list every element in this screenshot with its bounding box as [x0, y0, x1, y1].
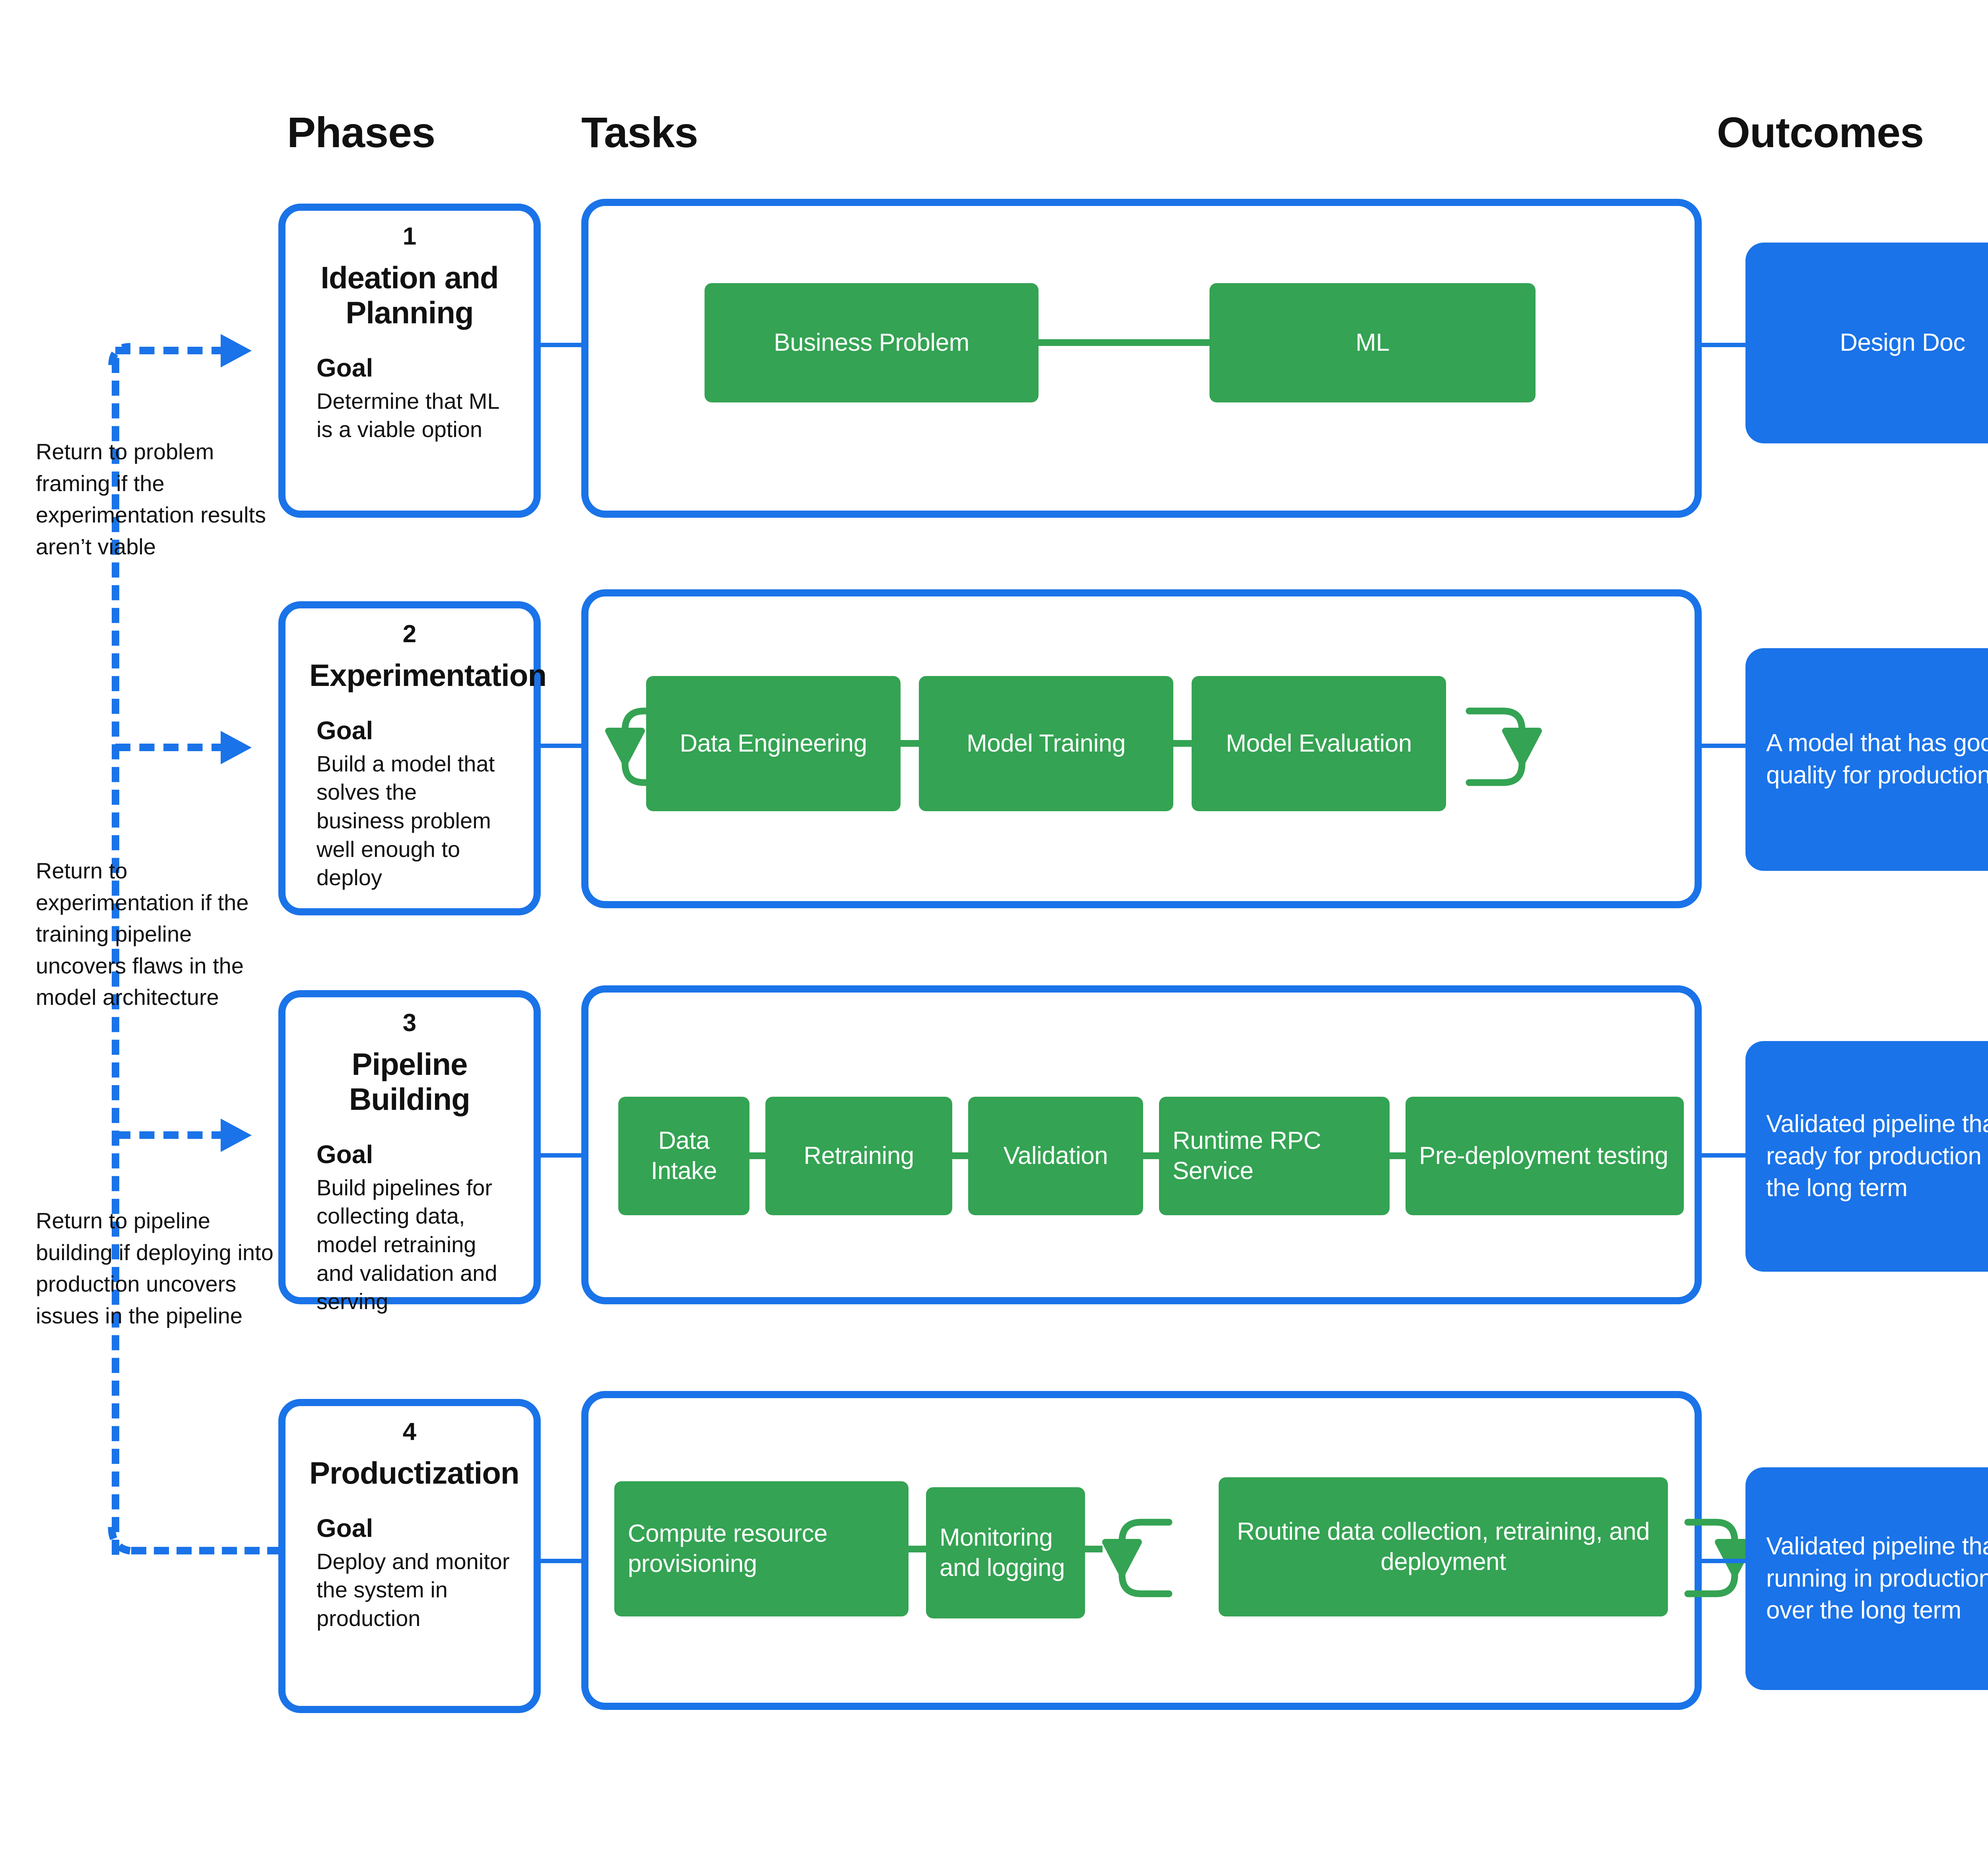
task-box-compute-resource-provisioning[interactable]: Compute resource provisioning	[614, 1481, 909, 1616]
feedback-corner-bottom	[108, 1527, 136, 1555]
phase-card-4[interactable]: 4 Productization Goal Deploy and monitor…	[278, 1399, 541, 1713]
task-box-ml[interactable]: ML	[1209, 283, 1536, 402]
task-box-retraining[interactable]: Retraining	[765, 1097, 952, 1215]
task-box-pre-deployment-testing[interactable]: Pre-deployment testing	[1406, 1097, 1684, 1215]
connector-tasks-outcome4	[1702, 1559, 1745, 1563]
feedback-arrow-3-icon	[221, 1119, 252, 1152]
connector-phase2-tasks	[541, 744, 584, 748]
loop-arrow-left-row4	[1102, 1519, 1173, 1597]
phase-goal-1: Goal Determine that ML is a viable optio…	[309, 354, 510, 444]
feedback-branch-3	[115, 1131, 227, 1139]
connector-phase3-tasks	[541, 1153, 584, 1158]
phase-card-1[interactable]: 1 Ideation and Planning Goal Determine t…	[278, 204, 541, 518]
task-box-monitoring-and-logging[interactable]: Monitoring and logging	[926, 1487, 1085, 1618]
feedback-branch-1	[115, 347, 227, 354]
connector-task-r3-4	[1390, 1152, 1406, 1159]
goal-text-4: Deploy and monitor the system in product…	[316, 1548, 510, 1631]
connector-tasks-outcome2	[1702, 744, 1745, 748]
goal-label-1: Goal	[316, 354, 373, 383]
connector-tasks-outcome1	[1702, 343, 1745, 347]
connector-task-r2-1	[901, 740, 919, 747]
phase-goal-4: Goal Deploy and monitor the system in pr…	[309, 1514, 510, 1632]
phase-number-3: 3	[402, 1009, 417, 1037]
feedback-arrow-1-icon	[221, 334, 252, 367]
feedback-spine-vertical	[112, 358, 119, 1555]
goal-label-4: Goal	[316, 1514, 373, 1543]
phase-title-4: Productization	[309, 1455, 520, 1490]
feedback-note-3: Return to pipeline building if deploying…	[36, 1208, 274, 1328]
task-box-runtime-rpc-service[interactable]: Runtime RPC Service	[1159, 1097, 1390, 1215]
connector-tasks-outcome3	[1702, 1153, 1745, 1158]
outcome-box-3[interactable]: Validated pipeline that’s ready for prod…	[1745, 1041, 1988, 1272]
task-box-business-problem[interactable]: Business Problem	[705, 283, 1039, 402]
connector-task-r4-2	[1085, 1546, 1103, 1552]
task-box-data-engineering[interactable]: Data Engineering	[646, 676, 901, 811]
phase-card-3[interactable]: 3 Pipeline Building Goal Build pipelines…	[278, 990, 541, 1314]
connector-task-r4-1	[909, 1546, 926, 1552]
column-header-outcomes: Outcomes	[1717, 108, 1924, 156]
task-box-validation[interactable]: Validation	[968, 1097, 1143, 1215]
task-box-data-intake[interactable]: Data Intake	[618, 1097, 749, 1215]
loop-arrow-right-row4	[1684, 1519, 1755, 1597]
connector-task-r3-2	[952, 1152, 968, 1159]
feedback-branch-4	[131, 1547, 282, 1554]
connector-task-r2-2	[1173, 740, 1192, 747]
feedback-branch-2	[115, 744, 227, 751]
outcome-box-4[interactable]: Validated pipeline that’s running in pro…	[1745, 1467, 1988, 1690]
phase-number-2: 2	[402, 620, 417, 648]
loop-arrow-left-row2	[605, 707, 681, 786]
goal-text-3: Build pipelines for collecting data, mod…	[316, 1175, 497, 1314]
phase-goal-3: Goal Build pipelines for collecting data…	[309, 1140, 510, 1316]
connector-phase4-tasks	[541, 1559, 584, 1563]
connector-task-r1-1	[1039, 339, 1209, 346]
phase-title-3: Pipeline Building	[349, 1047, 470, 1117]
phase-goal-2: Goal Build a model that solves the busin…	[309, 717, 510, 892]
goal-text-2: Build a model that solves the business p…	[316, 751, 495, 890]
phase-title-1: Ideation and Planning	[320, 260, 499, 330]
phase-number-1: 1	[402, 223, 417, 250]
feedback-arrow-2-icon	[221, 731, 252, 764]
loop-arrow-right-row2	[1466, 707, 1542, 786]
phase-card-2[interactable]: 2 Experimentation Goal Build a model tha…	[278, 601, 547, 915]
connector-phase1-tasks	[541, 343, 584, 347]
column-header-phases: Phases	[287, 108, 435, 156]
phase-title-2: Experimentation	[309, 658, 547, 693]
goal-text-1: Determine that ML is a viable option	[316, 388, 499, 442]
goal-label-2: Goal	[316, 716, 373, 745]
task-box-model-training[interactable]: Model Training	[919, 676, 1173, 811]
feedback-corner-1	[108, 343, 131, 365]
task-box-model-evaluation[interactable]: Model Evaluation	[1192, 676, 1446, 811]
phase-number-4: 4	[402, 1418, 417, 1445]
feedback-note-2: Return to experimentation if the trainin…	[36, 858, 249, 1010]
connector-task-r3-3	[1143, 1152, 1159, 1159]
task-box-routine-data-collection[interactable]: Routine data collection, retraining, and…	[1219, 1477, 1668, 1616]
outcome-box-2[interactable]: A model that has good quality for produc…	[1745, 648, 1988, 871]
column-header-tasks: Tasks	[581, 108, 698, 156]
feedback-note-1: Return to problem framing if the experim…	[36, 439, 266, 559]
outcome-box-1[interactable]: Design Doc	[1745, 243, 1988, 443]
connector-task-r3-1	[749, 1152, 765, 1159]
goal-label-3: Goal	[316, 1140, 373, 1169]
